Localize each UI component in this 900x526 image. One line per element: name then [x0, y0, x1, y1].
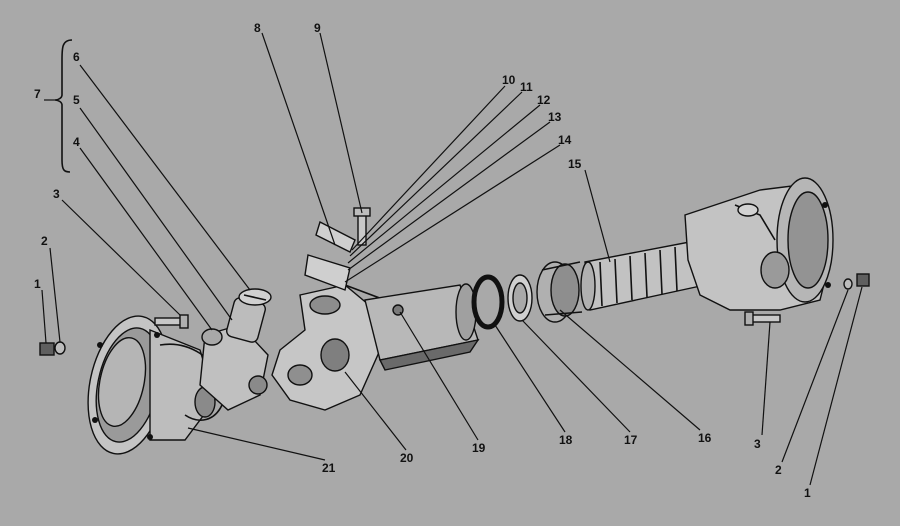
callout-3-right: 3: [754, 437, 761, 451]
universal-joint-cross: [199, 288, 272, 411]
callout-4: 4: [73, 135, 80, 149]
seal-rings: [471, 274, 533, 330]
callout-5: 5: [73, 93, 80, 107]
right-housing: [684, 177, 834, 311]
callout-14: 14: [558, 133, 572, 147]
callout-11: 11: [520, 80, 533, 94]
splined-sleeve: [536, 261, 583, 323]
callout-13: 13: [548, 110, 562, 124]
callout-8: 8: [254, 21, 261, 35]
callout-1-left: 1: [34, 277, 41, 291]
right-fasteners: [744, 273, 870, 326]
callout-15: 15: [568, 157, 582, 171]
callout-10: 10: [502, 73, 516, 87]
callout-9: 9: [314, 21, 321, 35]
callout-1-right: 1: [804, 486, 811, 500]
callout-labels: 1 2 3 4 5 6 7 8 9 10 11 12 13 14 15 16 1…: [34, 21, 811, 500]
splined-shaft: [580, 239, 706, 311]
left-fasteners: [39, 314, 189, 356]
shaft-tube: [364, 283, 480, 371]
callout-16: 16: [698, 431, 712, 445]
callout-2-right: 2: [775, 463, 782, 477]
callout-18: 18: [559, 433, 573, 447]
callout-20: 20: [400, 451, 414, 465]
yoke: [271, 284, 396, 411]
leader-lines: [41, 32, 863, 486]
callout-3-left: 3: [53, 187, 60, 201]
callout-19: 19: [472, 441, 486, 455]
callout-12: 12: [537, 93, 551, 107]
group-bracket: [54, 39, 73, 173]
callout-2-left: 2: [41, 234, 48, 248]
lock-plate-and-bolt: [304, 207, 371, 291]
callout-6: 6: [73, 50, 80, 64]
callout-21: 21: [322, 461, 336, 475]
callout-7: 7: [34, 87, 41, 101]
callout-17: 17: [624, 433, 638, 447]
